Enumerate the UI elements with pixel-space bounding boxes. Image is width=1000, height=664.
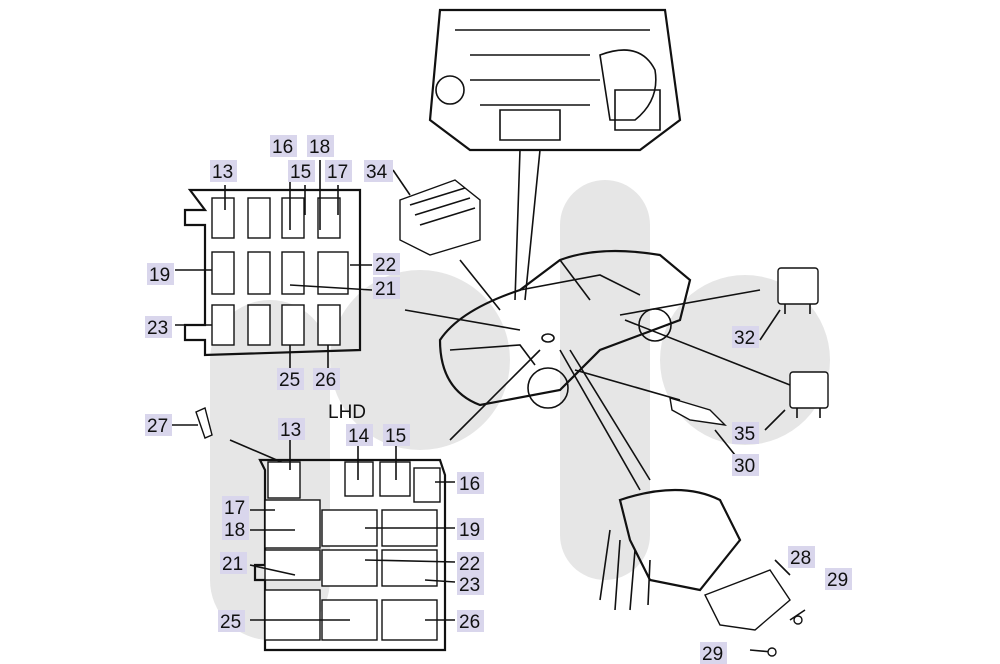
callout-upper-23: 23	[147, 318, 168, 339]
callout-part-32: 32	[734, 328, 755, 349]
relay-35	[764, 371, 829, 431]
callout-upper-21: 21	[375, 279, 396, 300]
callout-lower-21: 21	[222, 554, 243, 575]
relay-32	[759, 267, 819, 341]
leader-lines	[229, 149, 791, 491]
callout-part-34: 34	[366, 162, 388, 183]
callout-lower-18: 18	[224, 520, 245, 541]
callout-lower-26: 26	[459, 612, 480, 633]
callout-upper-15: 15	[290, 162, 311, 183]
callout-lower-19: 19	[459, 520, 480, 541]
callout-lower-15: 15	[385, 426, 406, 447]
callout-upper-18: 18	[309, 137, 330, 158]
callout-part-28: 28	[790, 548, 811, 569]
callout-upper-17: 17	[327, 162, 348, 183]
callout-part-27: 27	[147, 416, 168, 437]
module-30	[669, 397, 736, 456]
relay-34	[392, 169, 481, 256]
callout-lower-13: 13	[280, 420, 301, 441]
callout-lower-14: 14	[348, 426, 370, 447]
callout-lower-25: 25	[220, 612, 241, 633]
callout-upper-19: 19	[149, 265, 170, 286]
callout-part-35: 35	[734, 424, 755, 445]
upper-fuse-box	[175, 160, 373, 370]
callout-labels: 16 18 15 17 13 34 19 23 22 21 25 26 27 L…	[147, 137, 848, 664]
callout-lower-23: 23	[459, 575, 480, 596]
callout-tags	[145, 135, 852, 664]
control-unit-28	[599, 488, 806, 657]
callout-upper-26: 26	[315, 370, 336, 391]
callout-upper-16: 16	[272, 137, 293, 158]
callout-lower-22: 22	[459, 554, 480, 575]
callout-upper-13: 13	[212, 162, 233, 183]
lower-fuse-box	[249, 440, 456, 652]
callout-part-29b: 29	[702, 644, 723, 664]
connector-27	[172, 407, 213, 439]
callout-part-29a: 29	[827, 570, 848, 591]
lhd-label: LHD	[328, 402, 366, 423]
callout-lower-17: 17	[224, 498, 245, 519]
callout-upper-22: 22	[375, 255, 396, 276]
engine-bay-illustration	[428, 8, 682, 152]
callout-lower-16: 16	[459, 474, 480, 495]
callout-upper-25: 25	[279, 370, 300, 391]
callout-part-30: 30	[734, 456, 755, 477]
